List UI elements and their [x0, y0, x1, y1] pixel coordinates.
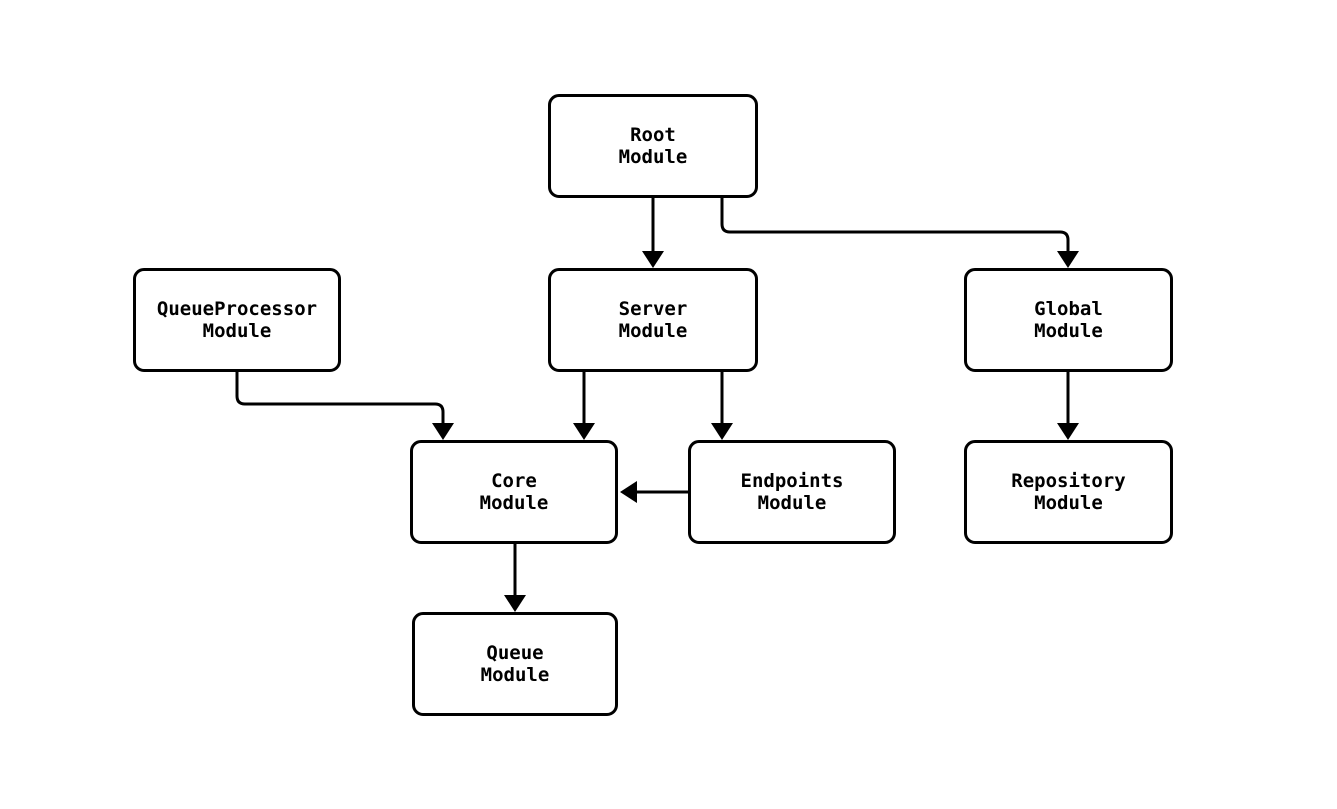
node-label: Repository Module [1011, 470, 1126, 514]
node-label: Global Module [1034, 298, 1103, 342]
node-label: Core Module [479, 470, 549, 514]
node-server-module: Server Module [548, 268, 758, 372]
edge-global-to-repository [1057, 372, 1079, 440]
node-queueprocessor-module: QueueProcessor Module [133, 268, 341, 372]
edge-core-to-queue [504, 544, 526, 612]
edge-server-to-endpoints [711, 372, 733, 440]
node-root-module: Root Module [548, 94, 758, 198]
edge-root-to-server [642, 198, 664, 268]
node-queue-module: Queue Module [412, 612, 618, 716]
node-label: Queue Module [480, 642, 550, 686]
edge-endpoints-to-core [620, 481, 688, 503]
node-global-module: Global Module [964, 268, 1173, 372]
node-label: Server Module [618, 298, 688, 342]
edge-server-to-core [573, 372, 595, 440]
node-core-module: Core Module [410, 440, 618, 544]
node-label: Endpoints Module [740, 470, 844, 514]
node-endpoints-module: Endpoints Module [688, 440, 896, 544]
edge-root-to-global [720, 198, 1079, 268]
node-repository-module: Repository Module [964, 440, 1173, 544]
edge-queueprocessor-to-core [235, 372, 454, 440]
node-label: QueueProcessor Module [156, 298, 318, 342]
node-label: Root Module [618, 124, 688, 168]
